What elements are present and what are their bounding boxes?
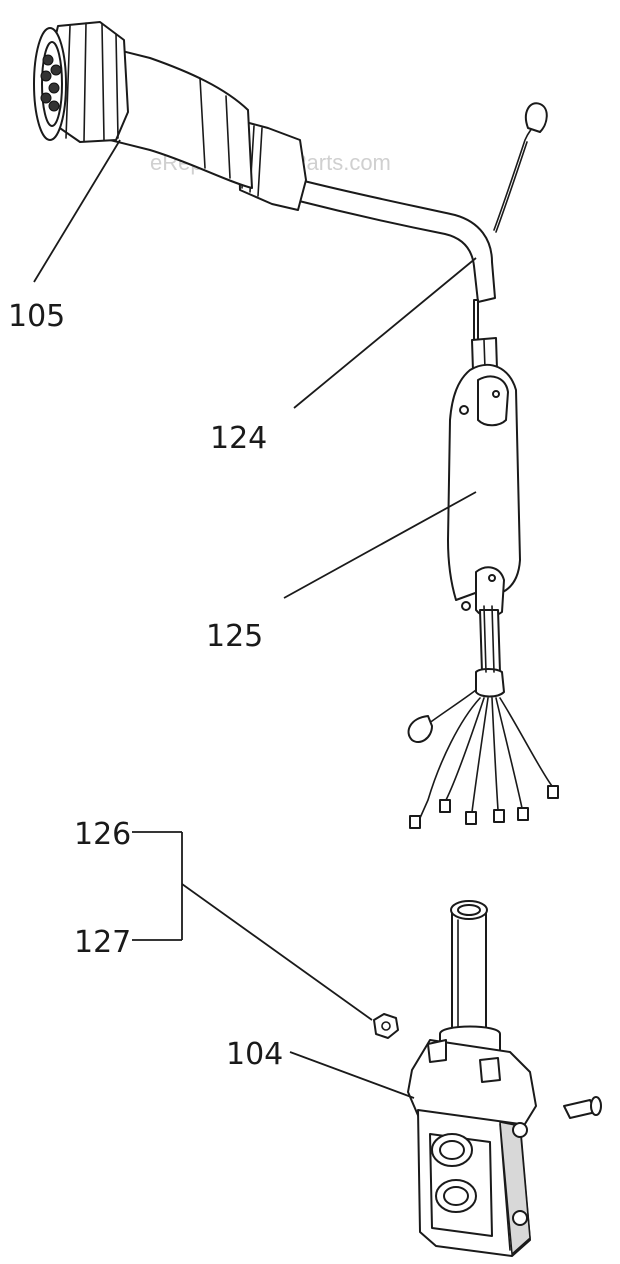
callout-124: 124 <box>210 421 267 456</box>
connector-pins <box>40 54 62 112</box>
callout-125: 125 <box>206 619 263 654</box>
leader-124 <box>293 257 477 409</box>
part-105-connector[interactable] <box>33 21 496 303</box>
wire-harness <box>407 605 559 829</box>
callout-105: 105 <box>8 299 65 334</box>
leader-126-127-nut <box>181 883 373 1021</box>
leader-104 <box>289 1051 415 1099</box>
ground-wire-top <box>493 102 548 233</box>
part-125-sleeve[interactable] <box>447 363 521 618</box>
leader-lines <box>33 139 477 1099</box>
leader-105 <box>33 139 121 283</box>
callout-126: 126 <box>74 817 131 852</box>
callout-104: 104 <box>226 1037 283 1072</box>
part-104-switch[interactable] <box>407 900 602 1257</box>
part-126-127-nut[interactable] <box>373 1013 399 1039</box>
leader-125 <box>283 491 477 599</box>
callout-127: 127 <box>74 925 131 960</box>
callout-labels: 105 124 125 126 127 104 <box>8 299 283 1072</box>
